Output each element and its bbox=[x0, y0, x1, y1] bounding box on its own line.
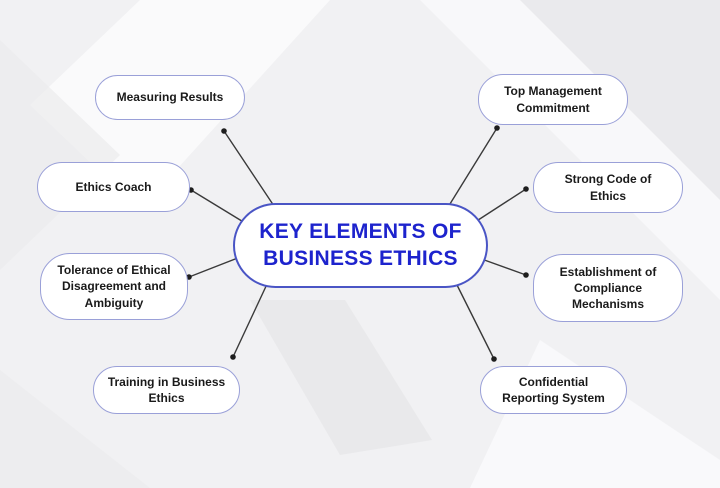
connector-training bbox=[232, 281, 269, 358]
node-tolerance-of-ethical-disagreement: Tolerance of Ethical Disagreement and Am… bbox=[40, 253, 188, 320]
connector-dot bbox=[523, 272, 529, 278]
connector-dot bbox=[491, 356, 497, 362]
node-label: Measuring Results bbox=[116, 90, 224, 105]
bg-chevron-shape bbox=[0, 40, 120, 270]
node-label: Establishment of Compliance Mechanisms bbox=[559, 264, 657, 312]
connector-top-management bbox=[444, 127, 498, 213]
node-label: Strong Code of Ethics bbox=[564, 172, 652, 203]
bg-chevron-shape bbox=[500, 0, 720, 250]
node-strong-code-of-ethics: Strong Code of Ethics bbox=[533, 162, 683, 213]
node-label: Ethics Coach bbox=[75, 179, 152, 194]
node-label: Top Management Commitment bbox=[504, 84, 602, 115]
connector-dot bbox=[494, 125, 500, 131]
node-training-in-business-ethics: Training in Business Ethics bbox=[93, 366, 240, 414]
node-label: Training in Business Ethics bbox=[107, 374, 226, 405]
node-measuring-results: Measuring Results bbox=[95, 75, 245, 120]
connector-dot bbox=[523, 186, 529, 192]
node-confidential-reporting-system: Confidential Reporting System bbox=[480, 366, 627, 414]
node-ethics-coach: Ethics Coach bbox=[37, 162, 190, 212]
connector-dot bbox=[230, 354, 236, 360]
node-establishment-of-compliance-mechanisms: Establishment of Compliance Mechanisms bbox=[533, 254, 683, 322]
node-label: Confidential Reporting System bbox=[502, 374, 605, 405]
connector-strong-code bbox=[471, 188, 527, 225]
center-node-key-elements: KEY ELEMENTS OF BUSINESS ETHICS bbox=[233, 203, 488, 288]
connector-confidential-reporting bbox=[454, 280, 495, 360]
bg-chevron-shape bbox=[250, 300, 432, 455]
bg-chevron-shape bbox=[0, 370, 150, 488]
connector-measuring-results bbox=[223, 130, 281, 216]
node-top-management-commitment: Top Management Commitment bbox=[478, 74, 628, 125]
connector-dot bbox=[221, 128, 227, 134]
center-node-label: KEY ELEMENTS OF BUSINESS ETHICS bbox=[259, 220, 462, 270]
node-label: Tolerance of Ethical Disagreement and Am… bbox=[57, 263, 171, 310]
